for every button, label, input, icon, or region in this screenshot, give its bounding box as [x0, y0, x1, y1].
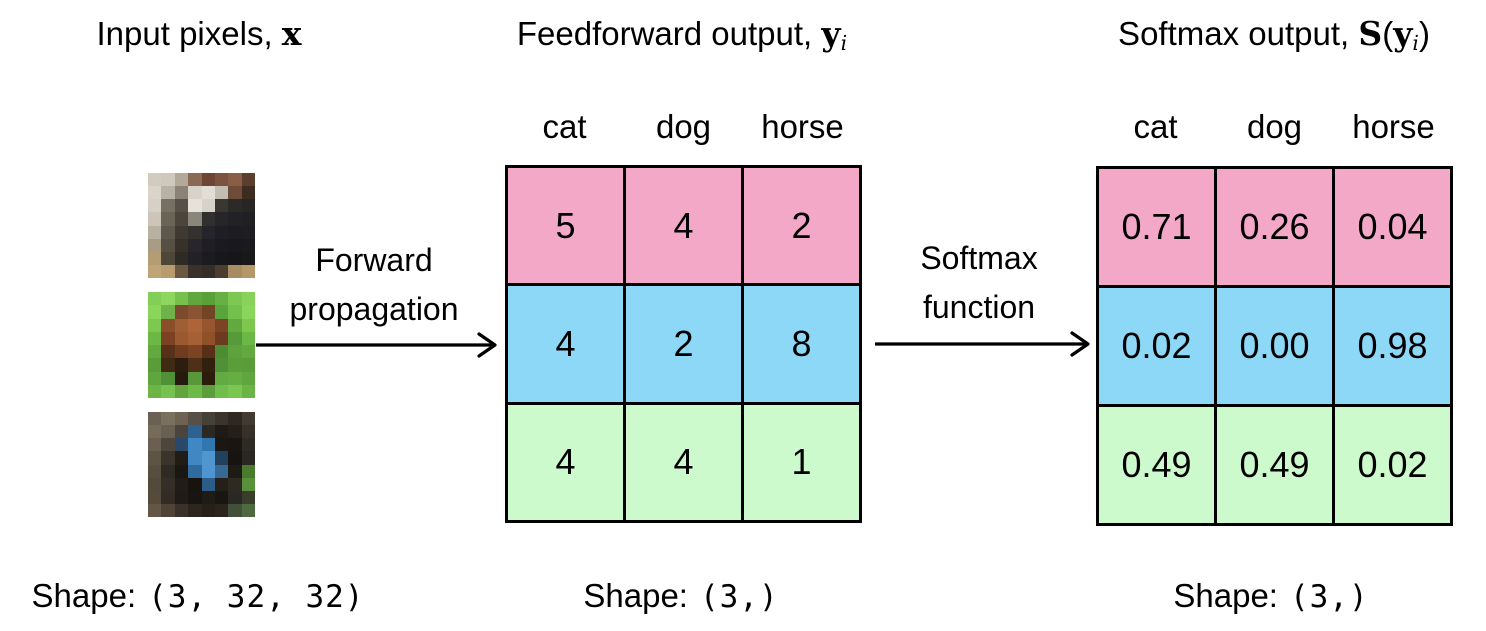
class-header-cat: cat — [1133, 108, 1178, 145]
table-cell: 0.49 — [1217, 407, 1332, 523]
dog-image — [148, 412, 255, 517]
table-cell: 2 — [626, 286, 741, 402]
table-cell: 4 — [508, 404, 623, 520]
table-cell: 5 — [508, 168, 623, 284]
table-cell: 0.26 — [1217, 169, 1332, 285]
table-cell: 0.02 — [1335, 407, 1450, 523]
column-title-softmax: Softmax output, S(yi) — [1118, 14, 1430, 55]
softmax-function-label: Softmax function — [920, 240, 1038, 325]
math-subscript-i: i — [1412, 31, 1419, 56]
softmax-function-arrow — [875, 331, 1090, 357]
input-shape-label: Shape:(3, 32, 32) — [31, 577, 365, 615]
forward-propagation-arrow — [256, 332, 497, 358]
title-softmax-text: Softmax output, — [1118, 15, 1359, 52]
class-header-horse: horse — [1352, 108, 1435, 145]
class-header-dog: dog — [1246, 108, 1303, 145]
table-cell: 4 — [508, 286, 623, 402]
column-title-input: Input pixels, x — [97, 14, 302, 53]
table-cell: 0.49 — [1099, 407, 1214, 523]
title-input-text: Input pixels, — [96, 15, 282, 52]
math-x-symbol: x — [281, 14, 302, 53]
table-cell: 0.02 — [1099, 288, 1214, 404]
softmax-shape-label: Shape:(3,) — [1173, 577, 1369, 615]
title-feedforward-text: Feedforward output, — [516, 15, 822, 52]
math-S-symbol: S — [1358, 14, 1383, 53]
cat-image — [148, 173, 255, 278]
feedforward-shape-label: Shape:(3,) — [583, 577, 779, 615]
table-cell: 0.71 — [1099, 169, 1214, 285]
class-header-horse: horse — [761, 108, 844, 145]
horse-image — [148, 292, 255, 398]
math-y-symbol: y — [1393, 14, 1413, 53]
feedforward-class-headers: cat dog horse — [505, 108, 862, 146]
table-cell: 4 — [626, 404, 741, 520]
table-cell: 0.00 — [1217, 288, 1332, 404]
table-cell: 0.04 — [1335, 169, 1450, 285]
softmax-class-headers: cat dog horse — [1096, 108, 1453, 146]
class-header-cat: cat — [542, 108, 587, 145]
math-close-paren: ) — [1418, 15, 1430, 52]
softmax-output-table: 0.71 0.26 0.04 0.02 0.00 0.98 0.49 0.49 … — [1096, 166, 1453, 526]
class-header-dog: dog — [655, 108, 712, 145]
math-subscript-i: i — [840, 31, 848, 56]
math-y-symbol: y — [821, 14, 841, 53]
table-cell: 0.98 — [1335, 288, 1450, 404]
column-title-feedforward: Feedforward output, yi — [517, 14, 847, 55]
feedforward-output-table: 5 4 2 4 2 8 4 4 1 — [505, 165, 862, 523]
table-cell: 1 — [744, 404, 859, 520]
table-cell: 2 — [744, 168, 859, 284]
forward-propagation-label: Forward propagation — [289, 242, 459, 327]
math-open-paren: ( — [1382, 15, 1394, 52]
table-cell: 4 — [626, 168, 741, 284]
table-cell: 8 — [744, 286, 859, 402]
